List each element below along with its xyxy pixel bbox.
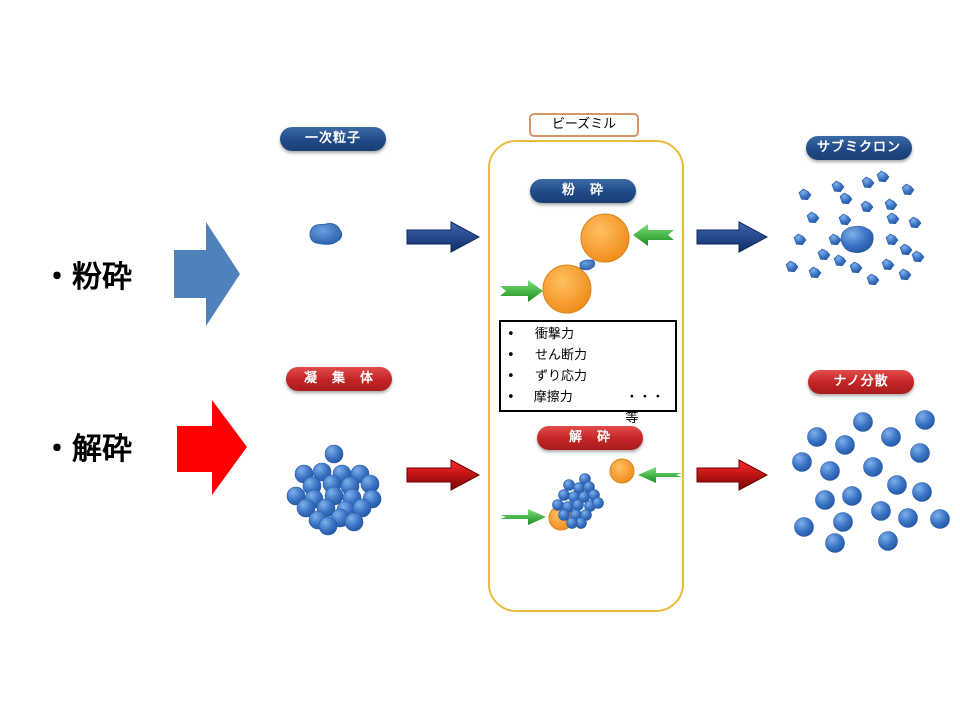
- agglomerate-sphere: [312, 462, 332, 482]
- nano-sphere: [825, 533, 845, 553]
- submicron-fragment: [866, 273, 880, 286]
- agglomerate-sphere: [552, 499, 564, 511]
- mill-disintegrate-label: 解 砕: [537, 426, 643, 450]
- green-arrow-right-icon: [500, 280, 543, 302]
- agglomerate-sphere: [344, 512, 364, 532]
- nano-sphere: [887, 475, 907, 495]
- row-label-disintegrate: ・解砕: [42, 432, 132, 467]
- agglomerate-sphere: [318, 516, 338, 536]
- crushed-particle-icon: [579, 259, 596, 271]
- agglomerate-sphere: [286, 486, 306, 506]
- disintegrate-mechanism: [500, 458, 682, 531]
- green-arrow-left-icon: [633, 224, 674, 246]
- nano-sphere: [815, 490, 835, 510]
- submicron-particles: [785, 170, 925, 286]
- agglomerate-sphere: [592, 497, 604, 509]
- submicron-fragment: [833, 254, 847, 267]
- submicron-fragment: [908, 216, 922, 229]
- arrow-from-mill-pulverize: [696, 221, 769, 253]
- nano-sphere: [912, 482, 932, 502]
- bead-mill-title: ビーズミル: [529, 113, 639, 137]
- disintegrate-block-arrow: [177, 400, 247, 495]
- submicron-fragment: [886, 212, 900, 225]
- submicron-fragment: [881, 258, 895, 271]
- pulverize-block-arrow: [174, 222, 240, 326]
- agglomerate-label: 凝 集 体: [286, 367, 392, 391]
- submicron-label: サブミクロン: [806, 136, 912, 160]
- submicron-fragment: [817, 248, 831, 261]
- mill-pulverize-label: 粉 砕: [530, 179, 636, 203]
- force-item: • せん断力: [507, 348, 588, 363]
- pulverize-mechanism: [500, 213, 674, 314]
- nano-sphere: [853, 412, 873, 432]
- green-arrow-right-icon: [500, 509, 546, 525]
- forces-list: • 衝撃力 • せん断力 • ずり応力 • 摩擦力 ・・・等: [499, 320, 677, 426]
- nano-sphere: [835, 435, 855, 455]
- submicron-fragment-large: [840, 225, 874, 253]
- submicron-fragment: [899, 243, 913, 256]
- agglomerate-sphere: [572, 499, 584, 511]
- green-arrow-left-icon: [638, 467, 682, 483]
- submicron-fragment: [861, 176, 875, 189]
- submicron-fragment: [828, 233, 842, 246]
- submicron-fragment: [901, 183, 915, 196]
- nano-sphere: [794, 517, 814, 537]
- agglomerate-sphere: [563, 479, 575, 491]
- submicron-fragment: [793, 233, 807, 246]
- nano-sphere: [863, 457, 883, 477]
- submicron-fragment: [911, 250, 925, 263]
- submicron-fragment: [885, 233, 899, 246]
- nano-sphere: [833, 512, 853, 532]
- bead-upper: [580, 213, 630, 263]
- nano-sphere: [878, 531, 898, 551]
- nano-sphere: [898, 508, 918, 528]
- agglomerate-sphere: [352, 498, 372, 518]
- submicron-fragment: [898, 268, 912, 281]
- nano-sphere: [842, 486, 862, 506]
- etc-suffix: ・・・等: [625, 390, 665, 426]
- bead-upper: [609, 458, 635, 484]
- bead-lower: [542, 264, 592, 314]
- force-item: • ずり応力: [507, 369, 588, 384]
- arrow-to-mill-disintegrate: [406, 459, 481, 491]
- agglomerate-sphere: [296, 498, 316, 518]
- agglomerate-cluster: [286, 444, 382, 536]
- submicron-fragment: [884, 198, 898, 211]
- agglomerate-sphere: [324, 444, 344, 464]
- nano-sphere: [871, 501, 891, 521]
- bead-mill-container: [488, 140, 684, 612]
- force-item: • 衝撃力: [507, 327, 575, 342]
- submicron-fragment: [839, 192, 853, 205]
- nano-sphere: [792, 452, 812, 472]
- arrow-from-mill-disintegrate: [696, 459, 769, 491]
- nano-sphere: [807, 427, 827, 447]
- row-label-pulverize: ・粉砕: [42, 260, 132, 295]
- agglomerate-sphere: [558, 509, 570, 521]
- agglomerate-sphere: [558, 489, 570, 501]
- arrow-to-mill-pulverize: [406, 221, 481, 253]
- nano-particles: [792, 410, 950, 553]
- nano-sphere: [930, 509, 950, 529]
- nano-dispersion-label: ナノ分散: [808, 370, 914, 394]
- submicron-fragment: [876, 170, 890, 183]
- agglomerate-sphere: [566, 517, 578, 529]
- submicron-fragment: [831, 180, 845, 193]
- submicron-fragment: [798, 188, 812, 201]
- submicron-fragment: [806, 211, 820, 224]
- submicron-fragment: [849, 261, 863, 274]
- nano-sphere: [910, 443, 930, 463]
- submicron-fragment: [860, 200, 874, 213]
- nano-sphere: [820, 461, 840, 481]
- submicron-fragment: [785, 260, 799, 273]
- submicron-fragment: [838, 213, 852, 226]
- force-item: • 摩擦力 ・・・等: [507, 387, 675, 426]
- primary-particle-icon: [309, 222, 343, 245]
- primary-particle-label: 一次粒子: [280, 127, 386, 151]
- nano-sphere: [881, 427, 901, 447]
- submicron-fragment: [808, 266, 822, 279]
- nano-sphere: [915, 410, 935, 430]
